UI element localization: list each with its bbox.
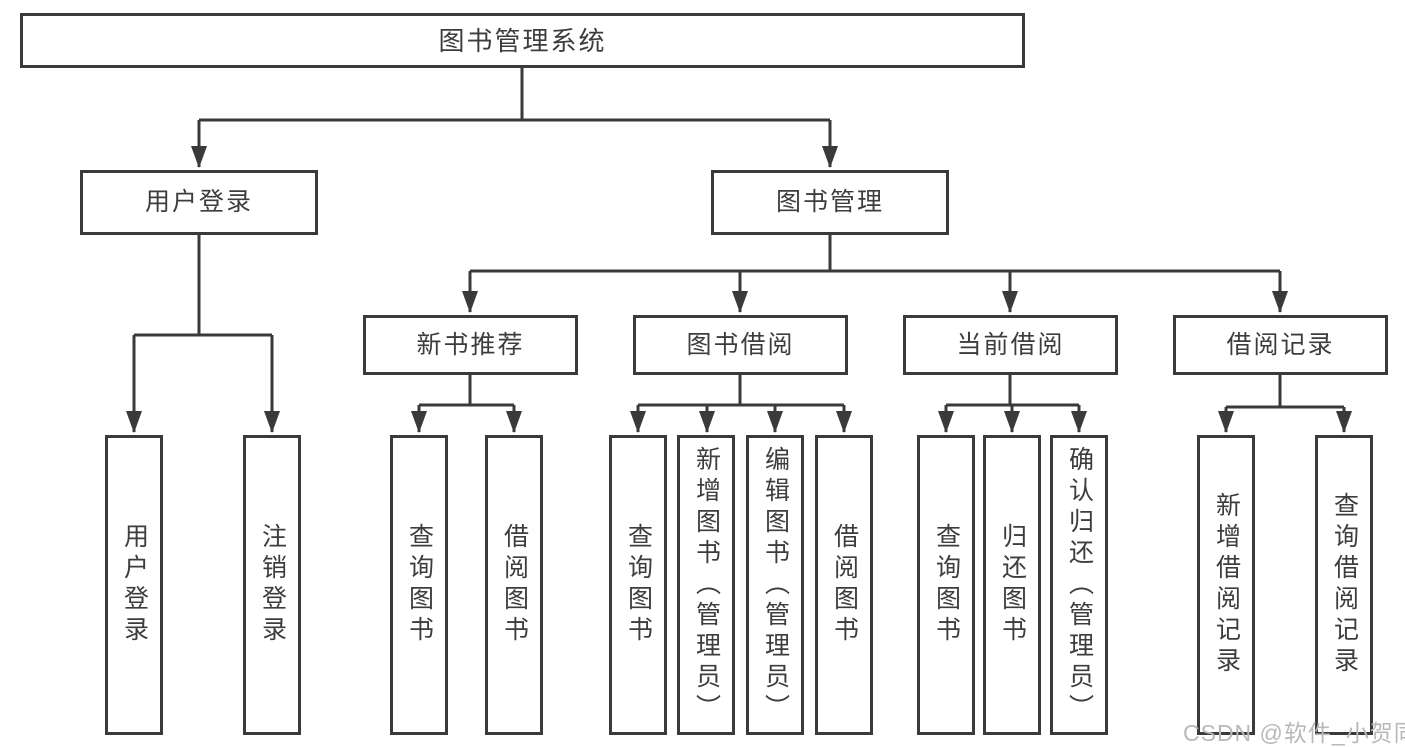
connector-book-borrowing-to-leaves	[630, 375, 852, 433]
connector-current-borrowing-to-leaves	[938, 375, 1087, 433]
leaf-newbooks-query-books: 查询图书	[390, 435, 448, 735]
leaf-records-query-borrow-record: 查询借阅记录	[1315, 435, 1373, 735]
node-new-book-recommend: 新书推荐	[363, 315, 578, 375]
leaf-records-add-borrow-record: 新增借阅记录	[1197, 435, 1255, 735]
connector-new-books-to-leaves	[411, 375, 522, 433]
connector-root-to-level2	[191, 68, 838, 168]
node-borrow-records: 借阅记录	[1173, 315, 1388, 375]
node-user-login: 用户登录	[80, 170, 318, 235]
leaf-borrowing-add-books-admin: 新增图书（管理员）	[677, 435, 735, 735]
leaf-current-confirm-return-admin: 确认归还（管理员）	[1050, 435, 1108, 735]
leaf-current-query-books: 查询图书	[917, 435, 975, 735]
node-current-borrowing: 当前借阅	[903, 315, 1118, 375]
leaf-logout: 注销登录	[243, 435, 301, 735]
leaf-newbooks-borrow-books: 借阅图书	[485, 435, 543, 735]
node-book-management: 图书管理	[711, 170, 949, 235]
leaf-borrowing-query-books: 查询图书	[609, 435, 667, 735]
leaf-current-return-books: 归还图书	[983, 435, 1041, 735]
leaf-borrowing-borrow-books: 借阅图书	[815, 435, 873, 735]
leaf-borrowing-edit-books-admin: 编辑图书（管理员）	[746, 435, 804, 735]
connector-book-management-to-level3	[462, 235, 1288, 313]
connector-user-login-to-leaves	[126, 235, 280, 433]
node-library-management-system: 图书管理系统	[20, 13, 1025, 68]
leaf-user-login: 用户登录	[105, 435, 163, 735]
connector-borrow-records-to-leaves	[1218, 375, 1352, 433]
node-book-borrowing: 图书借阅	[633, 315, 848, 375]
